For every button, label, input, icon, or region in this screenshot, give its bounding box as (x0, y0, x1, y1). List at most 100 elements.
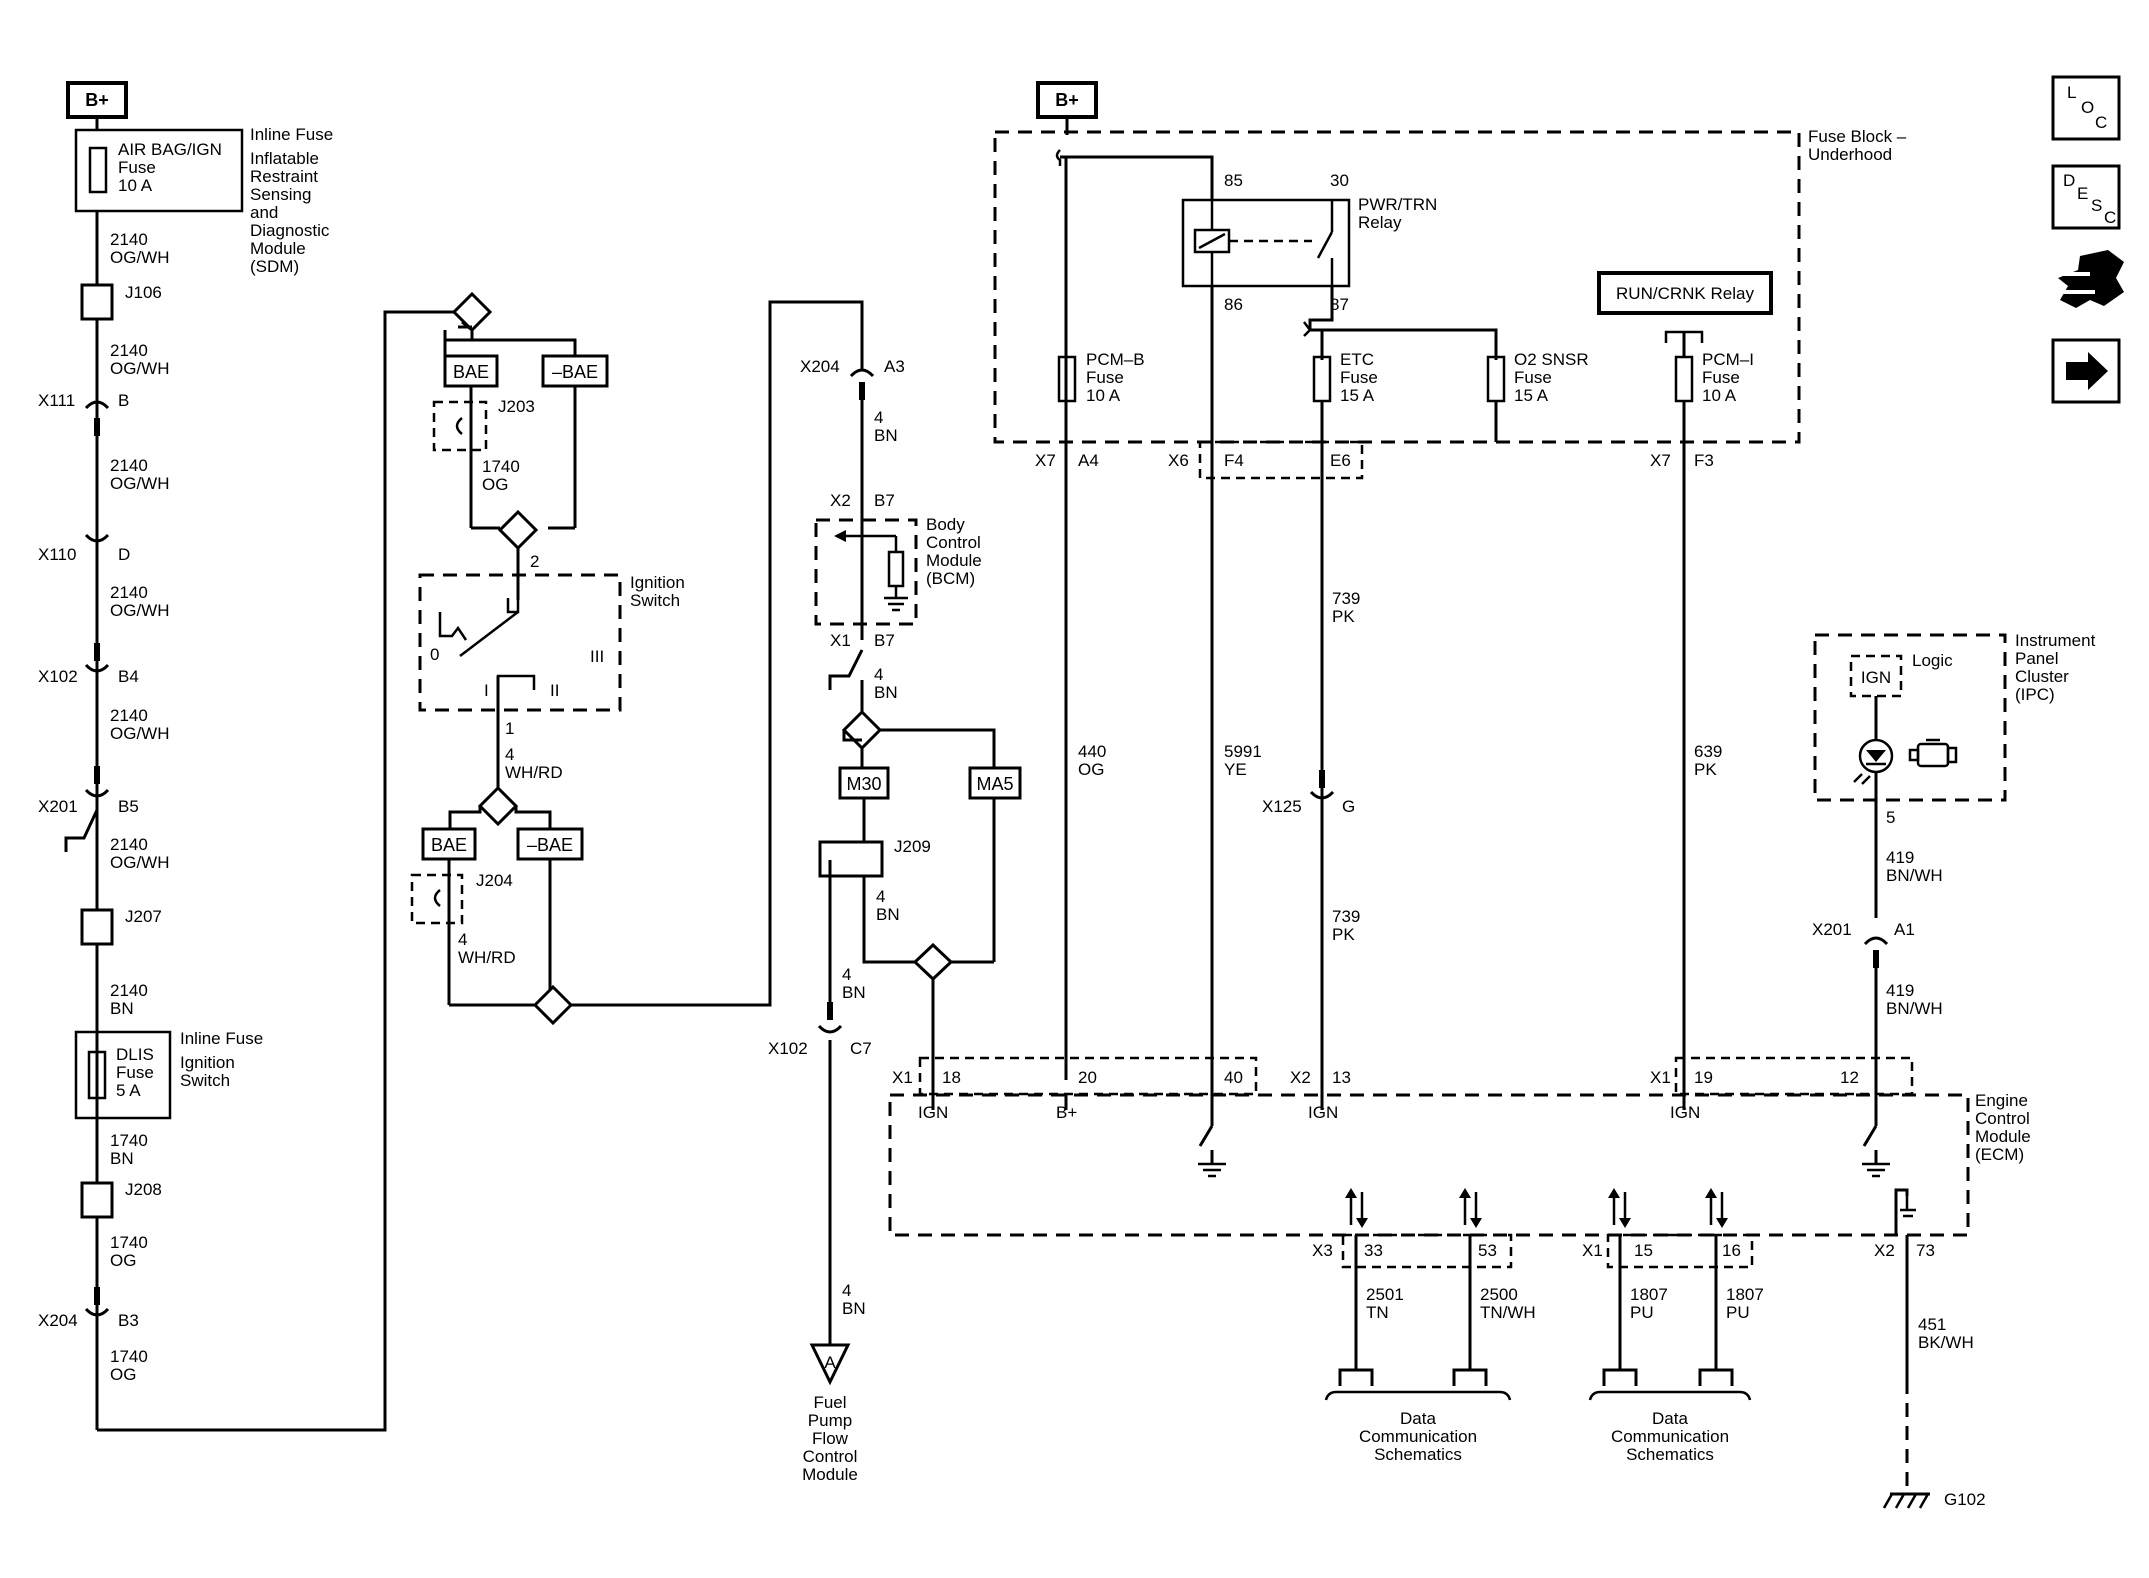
ecm-x1b-connector (1674, 1056, 1914, 1096)
svg-text:–BAE: –BAE (552, 362, 598, 382)
svg-text:16: 16 (1722, 1241, 1741, 1260)
svg-text:1807: 1807 (1726, 1285, 1764, 1304)
svg-text:10 A: 10 A (1702, 386, 1737, 405)
option-diamond-top (451, 291, 493, 333)
svg-text:Fuse Block –: Fuse Block – (1808, 127, 1907, 146)
svg-text:Data: Data (1400, 1409, 1436, 1428)
svg-text:2140: 2140 (110, 706, 148, 725)
connector-x204-a3 (849, 368, 875, 378)
option-bae-2 (421, 827, 477, 861)
etc-fuse (1312, 355, 1332, 403)
svg-text:PU: PU (1630, 1303, 1654, 1322)
next-page-arrow-icon[interactable] (2051, 338, 2121, 404)
svg-text:J207: J207 (125, 907, 162, 926)
svg-text:A4: A4 (1078, 451, 1099, 470)
svg-text:2140: 2140 (110, 981, 148, 1000)
description-view-button[interactable]: D E S C (2051, 164, 2121, 230)
svg-text:X110: X110 (38, 545, 76, 564)
svg-text:X6: X6 (1168, 451, 1189, 470)
svg-text:440: 440 (1078, 742, 1106, 761)
ecm-box (888, 1093, 1970, 1237)
svg-text:and: and (250, 203, 278, 222)
svg-text:C7: C7 (850, 1039, 872, 1058)
data-comm-link-2[interactable] (1452, 1368, 1488, 1386)
svg-text:30: 30 (1330, 171, 1349, 190)
svg-text:OG: OG (1078, 760, 1104, 779)
svg-text:A3: A3 (884, 357, 905, 376)
svg-text:A1: A1 (1894, 920, 1915, 939)
svg-text:Fuse: Fuse (1340, 368, 1378, 387)
pwr-trn-relay (1181, 198, 1351, 288)
svg-text:1740: 1740 (482, 457, 520, 476)
ignition-switch-circuit: BAE –BAE J203 1740 OG 2 Ignition Switch … (410, 291, 864, 1026)
svg-text:IGN: IGN (1308, 1103, 1338, 1122)
svg-text:X204: X204 (800, 357, 840, 376)
svg-text:Ignition: Ignition (630, 573, 685, 592)
svg-text:A: A (824, 1353, 836, 1372)
svg-text:TN/WH: TN/WH (1480, 1303, 1536, 1322)
svg-text:OG/WH: OG/WH (110, 601, 170, 620)
svg-text:I: I (484, 681, 489, 700)
svg-text:II: II (550, 681, 559, 700)
svg-text:BAE: BAE (453, 362, 489, 382)
svg-text:Fuse: Fuse (1702, 368, 1740, 387)
svg-text:Restraint: Restraint (250, 167, 318, 186)
svg-text:1807: 1807 (1630, 1285, 1668, 1304)
svg-text:Control: Control (926, 533, 981, 552)
svg-text:X7: X7 (1650, 451, 1671, 470)
bcm-resistor (887, 550, 905, 588)
connector-end-view-icon[interactable] (2055, 250, 2124, 308)
splice-j208 (80, 1181, 114, 1219)
svg-text:D: D (118, 545, 130, 564)
svg-text:20: 20 (1078, 1068, 1097, 1087)
connector-x102-c7 (817, 1024, 843, 1034)
svg-text:1740: 1740 (110, 1347, 148, 1366)
splice-j106 (80, 283, 114, 321)
svg-text:Control: Control (1975, 1109, 2030, 1128)
svg-text:J203: J203 (498, 397, 535, 416)
fuse-block-underhood: B+ Fuse Block – Underhood 85 30 PWR/TRN … (993, 81, 1907, 1118)
data-comm-link-1[interactable] (1338, 1368, 1374, 1386)
location-view-button[interactable]: L O C (2051, 75, 2121, 141)
data-comm-link-4[interactable] (1698, 1368, 1734, 1386)
svg-text:X3: X3 (1312, 1241, 1333, 1260)
svg-text:WH/RD: WH/RD (458, 948, 516, 967)
ecm-x3-connector (1341, 1233, 1513, 1269)
svg-text:Relay: Relay (1358, 213, 1402, 232)
svg-text:13: 13 (1332, 1068, 1351, 1087)
svg-text:X125: X125 (1262, 797, 1302, 816)
o2-snsr-fuse (1486, 355, 1506, 403)
svg-text:Control: Control (803, 1447, 858, 1466)
svg-text:2500: 2500 (1480, 1285, 1518, 1304)
svg-text:2140: 2140 (110, 583, 148, 602)
svg-text:85: 85 (1224, 171, 1243, 190)
svg-text:2140: 2140 (110, 835, 148, 854)
svg-text:Underhood: Underhood (1808, 145, 1892, 164)
svg-text:15 A: 15 A (1340, 386, 1375, 405)
svg-text:Module: Module (802, 1465, 858, 1484)
svg-text:X102: X102 (38, 667, 78, 686)
svg-text:BN: BN (874, 426, 898, 445)
svg-text:S: S (2091, 196, 2102, 215)
pcm-b-fuse (1057, 355, 1077, 403)
svg-text:X111: X111 (38, 391, 75, 410)
connector-x204-b3 (84, 1307, 110, 1317)
splice-j207 (80, 908, 114, 946)
svg-text:Data: Data (1652, 1409, 1688, 1428)
svg-text:(IPC): (IPC) (2015, 685, 2055, 704)
airbag-fuse-symbol (88, 146, 108, 194)
svg-text:OG/WH: OG/WH (110, 853, 170, 872)
data-comm-link-3[interactable] (1602, 1368, 1638, 1386)
svg-text:Communication: Communication (1359, 1427, 1477, 1446)
svg-text:Sensing: Sensing (250, 185, 311, 204)
svg-text:10 A: 10 A (1086, 386, 1121, 405)
fuel-pump-offpage-connector[interactable] (809, 1343, 851, 1386)
svg-text:Communication: Communication (1611, 1427, 1729, 1446)
relay-contact (1316, 231, 1334, 259)
run-crnk-relay (1597, 271, 1773, 315)
svg-text:J106: J106 (125, 283, 162, 302)
option-diamond-mid (497, 509, 539, 551)
svg-text:19: 19 (1694, 1068, 1713, 1087)
ignition-switch-blade[interactable] (459, 611, 519, 657)
bplus-left-label: B+ (85, 90, 109, 110)
